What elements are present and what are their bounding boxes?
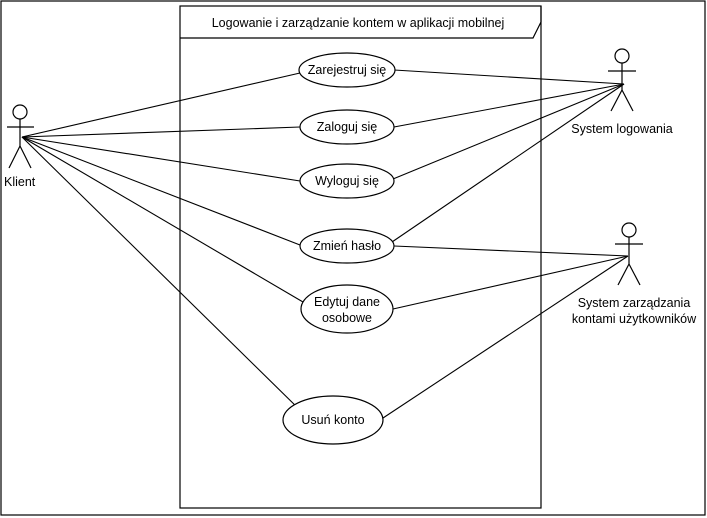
use-case-label: Usuń konto: [301, 413, 364, 427]
use-case-ellipse: [300, 284, 394, 334]
assoc-zarzadzania-usun-konto: [382, 255, 629, 419]
use-case-edytuj-dane: Edytuj dane osobowe: [300, 284, 394, 334]
use-case-label: Zaloguj się: [317, 120, 377, 134]
actor-system-logowania: System logowania: [571, 48, 673, 136]
actor-system-zarzadzania: System zarządzania kontami użytkowników: [572, 222, 697, 326]
associations: [21, 69, 629, 419]
use-case-ellipse: [298, 52, 396, 88]
use-case-zarejestruj: Zarejestruj się: [298, 52, 396, 88]
actor-label-line1: System zarządzania: [578, 296, 691, 310]
use-case-wyloguj: Wyloguj się: [299, 163, 395, 199]
assoc-klient-zaloguj: [21, 126, 301, 138]
actor-label: System logowania: [571, 122, 672, 136]
assoc-zarzadzania-edytuj-dane: [392, 255, 629, 310]
assoc-logowania-wyloguj: [392, 83, 625, 180]
use-case-ellipse: [299, 163, 395, 199]
use-case-label: Wyloguj się: [315, 174, 379, 188]
use-case-usun-konto: Usuń konto: [282, 395, 384, 445]
use-case-label-line1: Edytuj dane: [314, 295, 380, 309]
use-case-label: Zarejestruj się: [308, 63, 387, 77]
assoc-klient-edytuj-dane: [21, 136, 304, 303]
stick-figure-icon: [7, 104, 34, 169]
use-case-label: Zmień hasło: [313, 239, 381, 253]
actor-label-line2: kontami użytkowników: [572, 312, 697, 326]
use-case-zmien-haslo: Zmień hasło: [299, 228, 395, 264]
system-boundary-box: [179, 5, 542, 509]
assoc-klient-zmien-haslo: [21, 136, 301, 246]
system-boundary: Logowanie i zarządzanie kontem w aplikac…: [179, 5, 542, 509]
assoc-logowania-zmien-haslo: [391, 83, 625, 243]
assoc-klient-zarejestruj: [21, 72, 301, 138]
assoc-logowania-zarejestruj: [393, 69, 625, 85]
assoc-klient-usun-konto: [21, 136, 304, 414]
use-case-ellipse: [282, 395, 384, 445]
assoc-zarzadzania-zmien-haslo: [393, 245, 629, 257]
stick-figure-icon: [615, 222, 643, 286]
assoc-klient-wyloguj: [21, 136, 301, 182]
system-title: Logowanie i zarządzanie kontem w aplikac…: [212, 16, 505, 30]
use-case-ellipse: [299, 228, 395, 264]
use-case-zaloguj: Zaloguj się: [299, 109, 395, 145]
use-case-label-line2: osobowe: [322, 311, 372, 325]
system-title-tab: [180, 6, 542, 39]
assoc-logowania-zaloguj: [393, 83, 625, 128]
stick-figure-icon: [608, 48, 636, 112]
use-case-ellipse: [299, 109, 395, 145]
actor-klient: Klient: [4, 104, 36, 189]
actor-label: Klient: [4, 175, 36, 189]
